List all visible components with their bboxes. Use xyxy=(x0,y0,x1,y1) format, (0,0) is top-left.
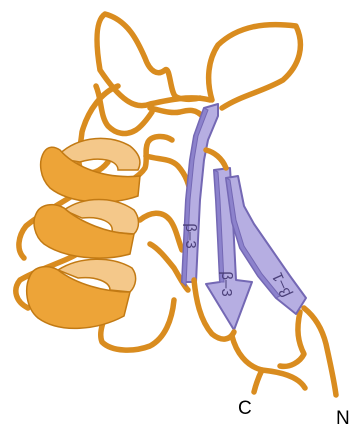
n-terminus-label: N xyxy=(336,408,350,429)
alpha-helix xyxy=(27,138,140,328)
strand-label-middle: β–3 xyxy=(218,271,235,296)
coil-loops xyxy=(16,14,336,395)
c-terminus-label: C xyxy=(238,398,252,419)
strand-label-left: β–3 xyxy=(182,223,199,248)
